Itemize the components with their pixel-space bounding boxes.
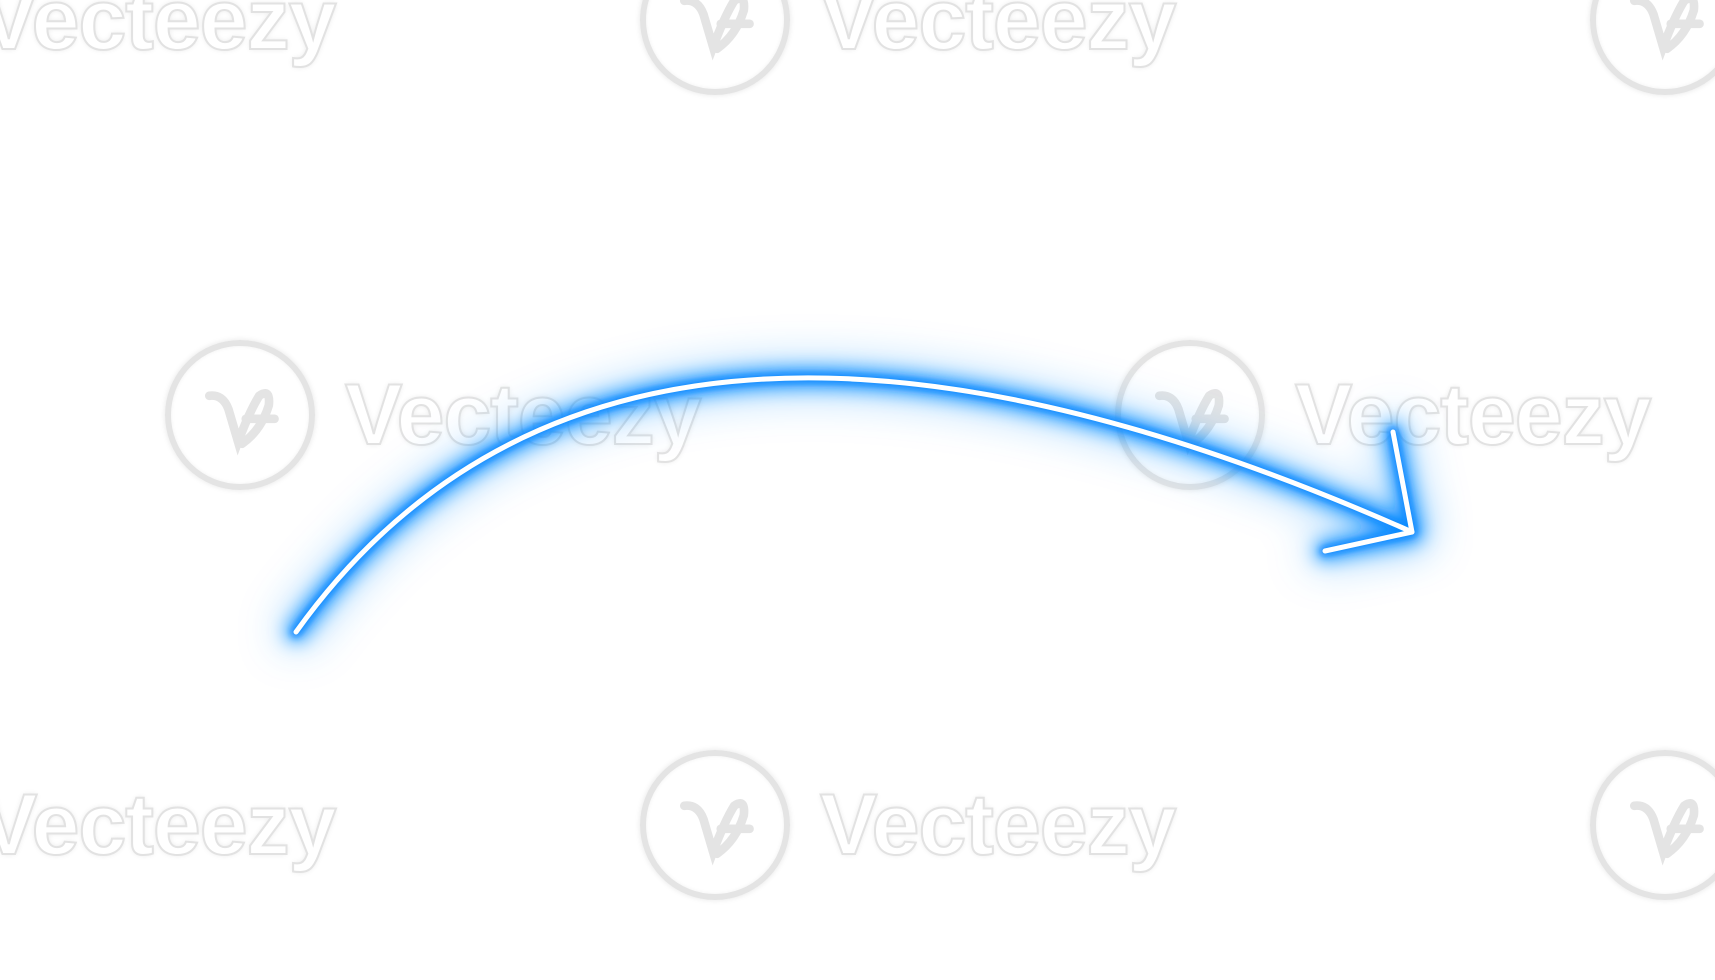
arrow-shaft <box>293 375 1415 635</box>
arrow-head <box>1322 429 1415 554</box>
arrow-core <box>293 375 1415 635</box>
arrow-glow-mid <box>286 367 1422 642</box>
arrow-glow-tight <box>290 372 1418 638</box>
arrow-glow-wide <box>281 362 1427 647</box>
